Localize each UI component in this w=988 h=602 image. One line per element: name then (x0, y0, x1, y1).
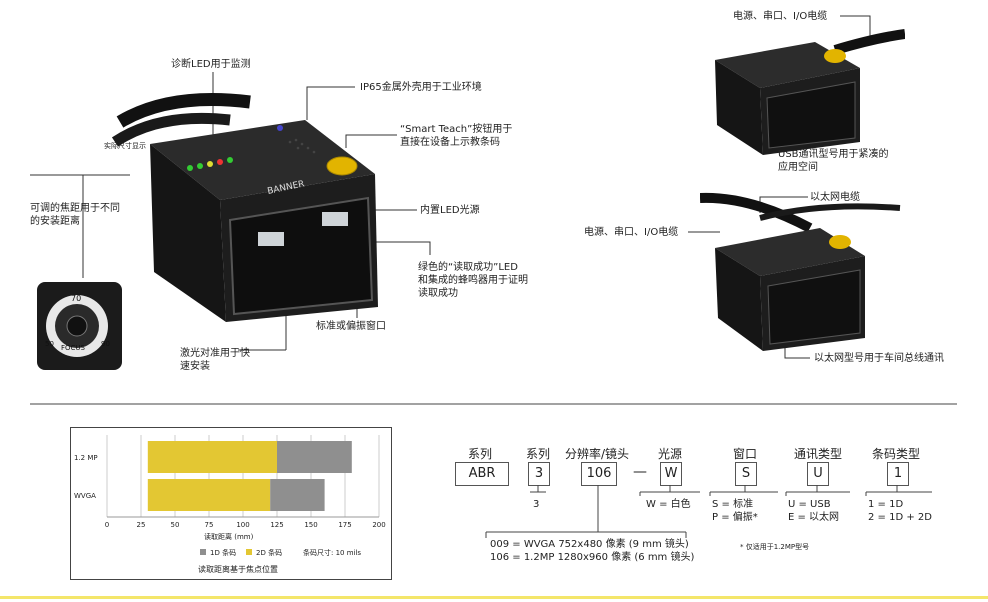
chart-xtick-label: 175 (338, 521, 351, 529)
chart-xtick-label: 100 (236, 521, 249, 529)
usb-model-image (715, 29, 905, 155)
code-box-series: ABR (455, 462, 509, 486)
callout-ethernet-cable: 以太网电缆 (810, 192, 860, 203)
code-option-window-s: S = 标准 (712, 499, 754, 510)
legend-1d: 1D 条码 (210, 548, 236, 557)
code-option-comm-e: E = 以太网 (788, 512, 840, 523)
chart-category-label: 1.2 MP (74, 454, 98, 462)
chart-category-label: WVGA (74, 492, 96, 500)
code-box-comm: U (807, 462, 829, 486)
chart-xlabel: 读取距离 (mm) (204, 532, 254, 541)
chart-bar (147, 479, 271, 511)
callout-ip65: IP65金属外壳用于工业环境 (360, 82, 482, 93)
chart-xtick-label: 200 (372, 521, 385, 529)
callout-focus: 可调的焦距用于不同 的安装距离 (30, 203, 120, 227)
focus-left-value: 50 (45, 340, 54, 348)
callout-good-read: 绿色的“读取成功”LED 和集成的蜂鸣器用于证明 读取成功 (418, 262, 528, 299)
chart-xtick-label: 150 (304, 521, 317, 529)
barcode-reader-main-image: BANNER (111, 93, 378, 322)
callout-usb-power: 电源、串口、I/O电缆 (733, 11, 828, 22)
callout-usb-model: USB通讯型号用于紧凑的 应用空间 (778, 149, 889, 173)
chart-bar (270, 479, 325, 511)
code-option-light-w: W = 白色 (646, 499, 691, 510)
chart-bar (277, 441, 352, 473)
code-option-barcode-2: 2 = 1D + 2D (868, 512, 932, 523)
code-box-window: S (735, 462, 757, 486)
focus-dial-image: 70 FOCUS 50 90 (37, 282, 122, 370)
chart-bar (147, 441, 277, 473)
code-footnote: * 仅适用于1.2MP型号 (740, 543, 810, 551)
callout-ethernet-model: 以太网型号用于车间总线通讯 (814, 353, 944, 364)
callout-diagnostic-led: 诊断LED用于监测 (171, 59, 251, 70)
code-separator: — (633, 464, 647, 480)
code-header-barcode: 条码类型 (871, 447, 920, 461)
code-header-resolution: 分辨率/镜头 (564, 447, 630, 461)
code-box-light: W (660, 462, 682, 486)
code-option-comm-u: U = USB (788, 499, 831, 510)
code-header-light: 光源 (657, 447, 682, 461)
chart-xtick-label: 75 (205, 521, 214, 529)
code-box-barcode: 1 (887, 462, 909, 486)
chart-xtick-label: 50 (171, 521, 180, 529)
chart-xtick-label: 25 (137, 521, 146, 529)
code-box-series-2: 3 (528, 462, 550, 486)
code-option-series: 3 (533, 499, 540, 510)
chart-xtick-label: 125 (270, 521, 283, 529)
chart-note: 条码尺寸: 10 mils (303, 548, 361, 557)
chart-caption: 读取距离基于焦点位置 (198, 564, 278, 574)
code-header-comm: 通讯类型 (793, 447, 842, 461)
callout-window: 标准或偏振窗口 (316, 321, 386, 332)
callout-ethernet-power: 电源、串口、I/O电缆 (584, 227, 679, 238)
code-option-window-p: P = 偏振* (712, 512, 758, 523)
chart-xtick-label: 0 (105, 521, 109, 529)
code-header-series: 系列 (467, 447, 492, 461)
focus-label: FOCUS (61, 344, 86, 352)
code-option-barcode-1: 1 = 1D (868, 499, 904, 510)
callout-led-light: 内置LED光源 (420, 205, 480, 216)
callout-laser: 激光对准用于快 速安装 (180, 348, 250, 372)
callout-actual-size: 实际尺寸显示 (104, 142, 146, 150)
callout-smart-teach: “Smart Teach”按钮用于 直接在设备上示教条码 (400, 124, 513, 148)
focus-value: 70 (71, 294, 81, 303)
legend-swatch-1d (200, 549, 206, 555)
legend-swatch-2d (246, 549, 252, 555)
code-box-resolution: 106 (581, 462, 617, 486)
code-header-window: 窗口 (732, 447, 757, 461)
code-header-series-2: 系列 (525, 447, 550, 461)
focus-right-value: 90 (101, 340, 110, 348)
code-option-res-106: 106 = 1.2MP 1280x960 像素 (6 mm 镜头) (490, 552, 695, 563)
ethernet-model-image (700, 192, 901, 351)
code-option-res-009: 009 = WVGA 752x480 像素 (9 mm 镜头) (490, 539, 689, 550)
legend-2d: 2D 条码 (256, 548, 282, 557)
